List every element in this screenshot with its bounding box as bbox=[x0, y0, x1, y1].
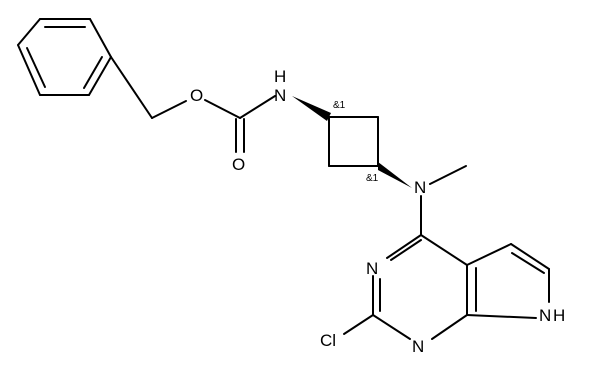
atom-O-ester: O bbox=[190, 86, 203, 105]
bond-ch2-o bbox=[151, 100, 187, 119]
atom-O-carbonyl: O bbox=[232, 155, 245, 174]
bond-c-cl bbox=[343, 314, 374, 335]
atom-N3-pyrimidine: N bbox=[366, 259, 378, 278]
bond-ring-ch2 bbox=[110, 56, 153, 119]
pyrrolopyrimidine-core bbox=[372, 234, 550, 340]
benzene-ring bbox=[17, 18, 112, 96]
stereo-label-c3: &1 bbox=[366, 173, 379, 184]
wedge-bond-c3 bbox=[378, 162, 412, 188]
bond-o-carbonyl-c bbox=[204, 99, 241, 119]
atom-N1-pyrimidine: N bbox=[412, 337, 424, 356]
bond-n-methyl bbox=[429, 165, 467, 185]
atom-N-carbamate: N bbox=[274, 86, 286, 105]
stereo-label-c1: &1 bbox=[333, 100, 346, 111]
atom-H-pyrrole: H bbox=[553, 306, 565, 325]
cyclobutane-ring bbox=[328, 116, 379, 167]
atom-N-pyrrole: N bbox=[539, 306, 551, 325]
atom-H-carbamate: H bbox=[274, 67, 286, 86]
bond-c-n bbox=[239, 95, 276, 119]
atom-Cl: Cl bbox=[320, 331, 336, 350]
wedge-bond-c1 bbox=[292, 96, 331, 121]
atom-N-amine: N bbox=[414, 178, 426, 197]
